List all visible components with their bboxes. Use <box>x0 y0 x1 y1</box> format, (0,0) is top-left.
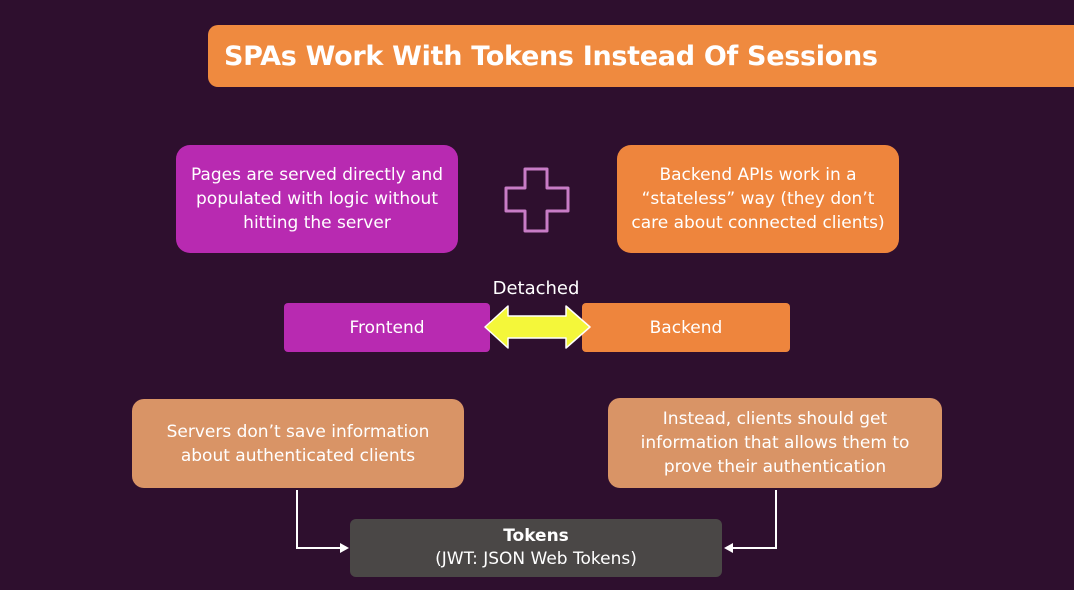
plus-icon <box>504 167 570 233</box>
double-arrow-icon <box>484 305 591 349</box>
left-connector-arrowhead <box>340 543 349 553</box>
tokens-box: Tokens (JWT: JSON Web Tokens) <box>350 519 722 577</box>
pages-served-text: Pages are served directly and populated … <box>190 165 444 233</box>
clients-get-info-box: Instead, clients should get information … <box>608 398 942 488</box>
backend-box: Backend <box>582 303 790 352</box>
backend-apis-box: Backend APIs work in a “stateless” way (… <box>617 145 899 253</box>
right-connector-arrowhead <box>724 543 733 553</box>
pages-served-box: Pages are served directly and populated … <box>176 145 458 253</box>
backend-apis-text: Backend APIs work in a “stateless” way (… <box>631 165 885 233</box>
frontend-label: Frontend <box>349 317 425 338</box>
left-connector-arrow <box>296 490 340 549</box>
frontend-box: Frontend <box>284 303 490 352</box>
backend-label: Backend <box>649 317 723 338</box>
title-bar: SPAs Work With Tokens Instead Of Session… <box>208 25 1074 87</box>
servers-no-save-text: Servers don’t save information about aut… <box>166 421 430 466</box>
detached-label: Detached <box>492 278 580 299</box>
tokens-title: Tokens <box>503 526 569 546</box>
slide-title: SPAs Work With Tokens Instead Of Session… <box>224 40 878 72</box>
servers-no-save-box: Servers don’t save information about aut… <box>132 399 464 488</box>
right-connector-arrow <box>733 490 777 549</box>
clients-get-info-text: Instead, clients should get information … <box>640 409 910 477</box>
tokens-subtitle: (JWT: JSON Web Tokens) <box>435 549 637 569</box>
